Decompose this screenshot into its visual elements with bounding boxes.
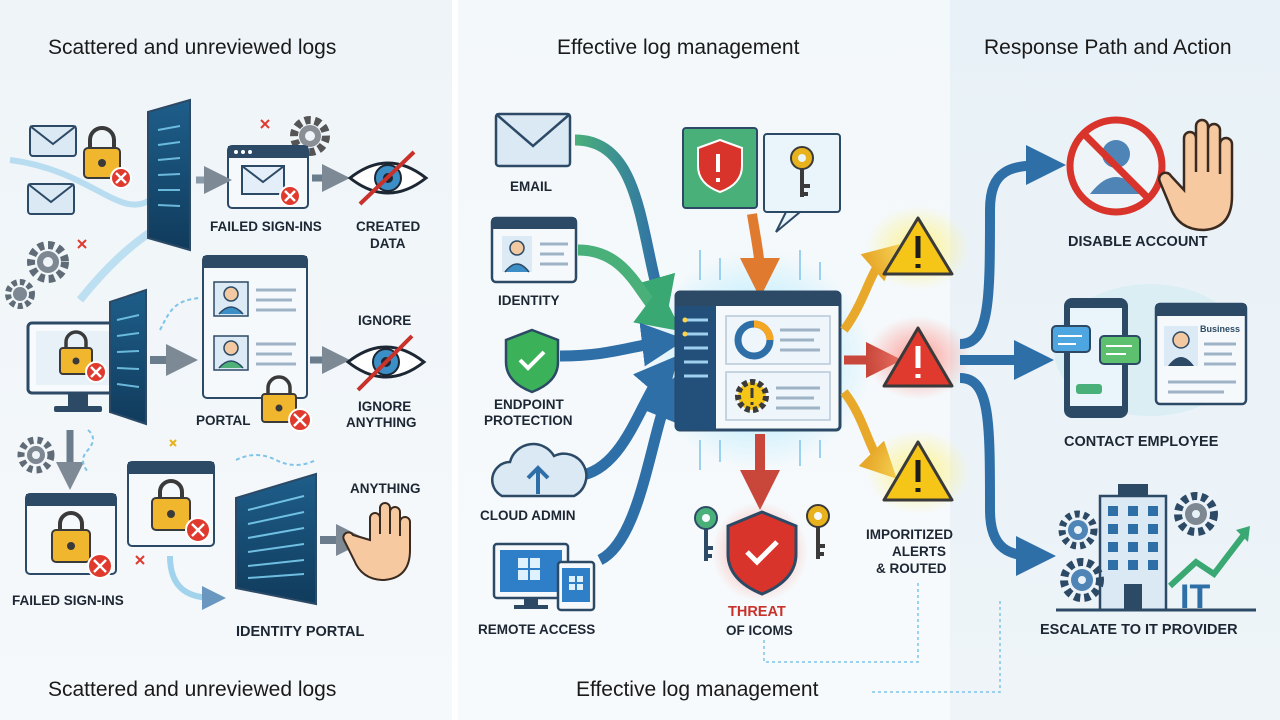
label-routed: & ROUTED — [876, 561, 947, 576]
action-contact-employee: CONTACT EMPLOYEE — [1064, 434, 1219, 450]
right-diagram: Business — [959, 116, 1256, 616]
label-ignore-2: IGNORE — [358, 399, 412, 414]
left-title-top: Scattered and unreviewed logs — [48, 36, 337, 59]
business-card-title: Business — [1200, 324, 1240, 334]
key-icon — [694, 506, 718, 561]
label-data: DATA — [370, 236, 406, 251]
label-failed-signins-top: FAILED SIGN-INS — [210, 219, 322, 234]
warning-icon — [882, 440, 954, 502]
windows-icon — [492, 542, 596, 612]
right-title: Response Path and Action — [984, 36, 1232, 59]
label-portal: PORTAL — [196, 413, 251, 428]
shield-icon — [726, 510, 798, 596]
eye-slash-icon — [345, 334, 427, 392]
source-protection: PROTECTION — [484, 413, 573, 428]
identity-card-icon — [490, 216, 578, 284]
label-of-icoms: OF ICOMS — [726, 623, 793, 638]
label-alerts: ALERTS — [892, 544, 946, 559]
email-icon — [494, 112, 572, 168]
source-remote-access: REMOTE ACCESS — [478, 622, 596, 637]
gear-icon — [17, 436, 55, 474]
label-imporitized: IMPORITIZED — [866, 527, 953, 542]
building-icon — [1056, 484, 1256, 612]
identity-portal-screen — [235, 472, 317, 606]
warning-icon — [882, 326, 954, 388]
middle-title-top: Effective log management — [557, 36, 800, 59]
security-bubble — [682, 127, 841, 233]
monitor-icon — [26, 321, 130, 412]
email-icon — [27, 183, 75, 215]
business-card-icon: Business — [1154, 302, 1248, 406]
hand-icon — [342, 502, 411, 582]
no-user-icon — [1066, 116, 1166, 216]
central-log-dashboard — [674, 290, 842, 432]
phone-chat-icon — [1051, 298, 1141, 418]
label-created: CREATED — [356, 219, 421, 234]
hand-icon — [1158, 118, 1234, 232]
label-anything-hand: ANYTHING — [350, 481, 421, 496]
lock-window — [127, 461, 215, 547]
gear-icon — [27, 241, 69, 283]
gear-icon — [5, 279, 35, 309]
monitor-icon — [109, 288, 147, 426]
action-escalate: ESCALATE TO IT PROVIDER — [1040, 622, 1238, 638]
label-anything: ANYTHING — [346, 415, 417, 430]
source-cloud-admin: CLOUD ADMIN — [480, 508, 576, 523]
action-disable-account: DISABLE ACCOUNT — [1068, 234, 1208, 250]
left-title-bottom: Scattered and unreviewed logs — [48, 678, 337, 701]
source-identity: IDENTITY — [498, 293, 560, 308]
shield-icon — [504, 328, 560, 394]
source-endpoint: ENDPOINT — [494, 397, 564, 412]
label-failed-signins-bottom: FAILED SIGN-INS — [12, 593, 124, 608]
eye-slash-icon — [347, 150, 429, 206]
label-ignore: IGNORE — [358, 313, 412, 328]
chart-up-icon — [1167, 526, 1250, 589]
failed-signins-window — [25, 493, 117, 579]
lock-icon — [83, 126, 132, 189]
source-email: EMAIL — [510, 179, 552, 194]
key-icon — [806, 504, 830, 559]
label-threat: THREAT — [728, 604, 786, 620]
email-icon — [29, 125, 77, 157]
panel-divider — [452, 0, 458, 720]
gear-icon — [1060, 558, 1104, 602]
gear-icon — [290, 116, 330, 156]
cloud-upload-icon — [491, 442, 588, 498]
left-diagram — [5, 98, 429, 610]
portal-window — [202, 255, 312, 432]
gear-icon — [1058, 510, 1098, 550]
warning-icon — [882, 216, 954, 276]
middle-title-bottom: Effective log management — [576, 678, 819, 701]
key-icon — [790, 146, 814, 197]
label-identity-portal: IDENTITY PORTAL — [236, 624, 365, 640]
gear-icon — [1174, 492, 1218, 536]
failed-signins-window — [227, 145, 309, 209]
monitor-icon — [147, 98, 191, 252]
middle-diagram — [490, 112, 1001, 693]
it-text: IT — [1180, 578, 1210, 616]
